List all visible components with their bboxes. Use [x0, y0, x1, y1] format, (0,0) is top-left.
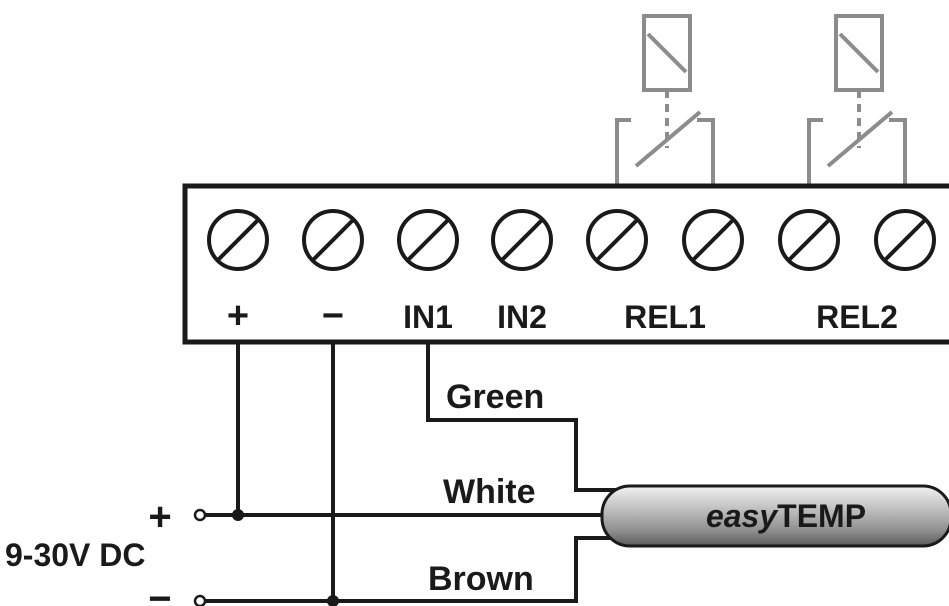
sensor-label-bold: TEMP: [777, 498, 866, 534]
relay-1-coil-diagonal: [646, 32, 688, 74]
relay-2-symbol: [807, 14, 907, 186]
relay-2-contact-right: [889, 118, 907, 186]
junction-dot-plus: [232, 509, 244, 521]
relay-2-switch-blade: [826, 110, 894, 168]
terminal-label-rel2: REL2: [816, 299, 898, 335]
power-label-minus: −: [148, 577, 171, 606]
relay-2-contact-left: [807, 118, 823, 186]
power-terminal-minus: [193, 594, 207, 606]
relay-1-contact-left: [615, 118, 631, 186]
terminal-screw-in2: [491, 209, 553, 271]
wire-label-brown: Brown: [428, 560, 534, 598]
terminal-screw-rel1-a: [586, 209, 648, 271]
terminal-screw-plus: [207, 209, 269, 271]
sensor-probe-body: [600, 484, 949, 548]
wire-label-white: White: [443, 473, 536, 511]
junction-dot-minus: [327, 595, 339, 606]
power-label-plus: +: [148, 495, 171, 539]
terminal-label-minus: −: [322, 295, 344, 337]
wire-green: [426, 340, 622, 492]
wire-label-green: Green: [446, 378, 544, 416]
terminal-screw-rel1-b: [682, 209, 744, 271]
power-terminal-plus: [193, 508, 207, 522]
terminal-label-in1: IN1: [403, 299, 453, 335]
terminal-screw-minus: [302, 209, 364, 271]
terminal-screw-rel2-b: [874, 209, 936, 271]
relay-2-coil-diagonal: [838, 32, 880, 74]
wire-brown: [203, 536, 622, 603]
power-label-voltage: 9-30V DC: [5, 537, 146, 573]
relay-1-symbol: [615, 14, 715, 186]
terminal-screw-in1: [397, 209, 459, 271]
relay-1-contact-right: [697, 118, 715, 186]
terminal-screw-rel2-a: [778, 209, 840, 271]
relay-1-switch-blade: [634, 110, 702, 168]
sensor-label: easyTEMP: [706, 498, 866, 534]
terminal-label-in2: IN2: [497, 299, 547, 335]
sensor-label-italic: easy: [706, 498, 779, 534]
terminal-label-plus: +: [227, 295, 249, 337]
terminal-label-rel1: REL1: [624, 299, 706, 335]
easytemp-sensor-probe: easyTEMP: [600, 484, 949, 548]
